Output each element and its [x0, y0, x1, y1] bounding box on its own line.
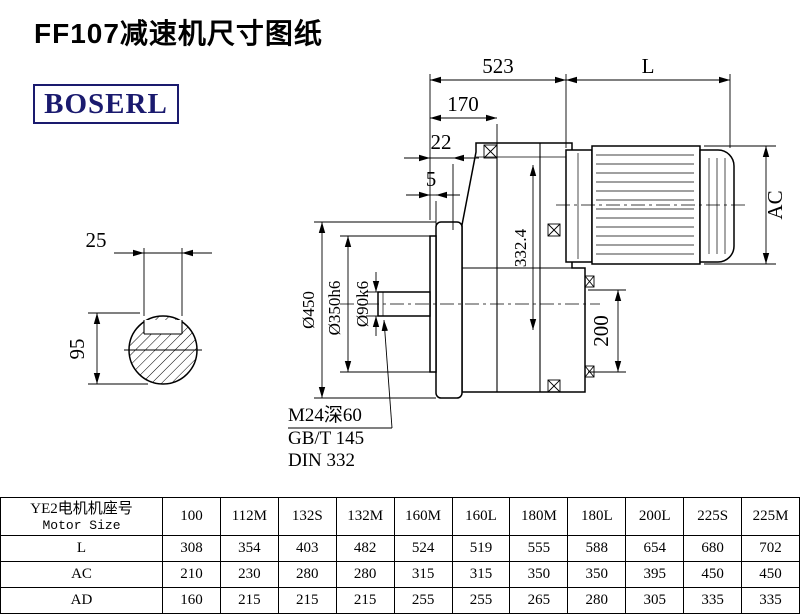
note-gbt145: GB/T 145 — [288, 428, 364, 449]
side-plug-icon — [584, 275, 595, 378]
dim-200: 200 — [588, 289, 626, 373]
value-cell: 315 — [393, 561, 453, 588]
row-label: L — [0, 535, 163, 562]
col-header: 112M — [219, 497, 279, 536]
gearbox-housing — [461, 142, 586, 393]
value-cell: 680 — [683, 535, 743, 562]
value-cell: 555 — [509, 535, 569, 562]
value-cell: 588 — [567, 535, 627, 562]
header-en: Motor Size — [42, 517, 121, 533]
value-cell: 350 — [567, 561, 627, 588]
value-cell: 395 — [625, 561, 685, 588]
col-header: 100 — [162, 497, 221, 536]
dim-flange-od: Ø450 — [299, 221, 436, 399]
motor-fins — [596, 154, 694, 255]
value-cell: 315 — [451, 561, 511, 588]
value-cell: 265 — [509, 587, 569, 614]
value-cell: 519 — [451, 535, 511, 562]
dim-25-label: 25 — [86, 228, 107, 252]
value-cell: 524 — [393, 535, 453, 562]
table-row-AC: AC 210 230 280 280 315 315 350 350 395 4… — [0, 561, 800, 588]
tap-callout: M24深60 GB/T 145 DIN 332 — [288, 319, 393, 471]
col-header: 132M — [335, 497, 395, 536]
value-cell: 335 — [683, 587, 743, 614]
col-header: 132S — [277, 497, 337, 536]
col-header: 200L — [625, 497, 685, 536]
dim-170: 170 — [430, 92, 498, 145]
dim-shaft-dia: Ø90k6 — [353, 272, 382, 336]
dim-523-label: 523 — [482, 54, 514, 78]
motor-size-table: YE2电机机座号 Motor Size 100 112M 132S 132M 1… — [0, 497, 800, 614]
dim-spigot: Ø350h6 — [325, 235, 430, 373]
brand-logo: BOSERL — [33, 84, 179, 124]
value-cell: 215 — [277, 587, 337, 614]
drain-plug-icon — [547, 379, 561, 393]
plug-icon — [547, 223, 561, 237]
mounting-flange — [435, 221, 463, 399]
value-cell: 335 — [741, 587, 800, 614]
dim-5-label: 5 — [426, 167, 437, 191]
dim-L-label: L — [642, 54, 655, 78]
col-header: 160L — [451, 497, 511, 536]
technical-drawing: 25 95 523 L 170 22 5 — [65, 54, 787, 471]
dim-90-label: Ø90k6 — [353, 281, 372, 327]
shaft-section-view — [124, 315, 202, 385]
dim-450-label: Ø450 — [299, 291, 318, 329]
row-label: AD — [0, 587, 163, 614]
dim-170-label: 170 — [447, 92, 479, 116]
row-label: AC — [0, 561, 163, 588]
table-row-AD: AD 160 215 215 215 255 255 265 280 305 3… — [0, 587, 800, 614]
col-header: 180M — [509, 497, 569, 536]
dim-350-label: Ø350h6 — [325, 281, 344, 336]
table-corner-header: YE2电机机座号 Motor Size — [0, 497, 163, 536]
dim-ac-label: AC — [763, 190, 787, 219]
dim-5: 5 — [406, 167, 460, 232]
value-cell: 160 — [162, 587, 221, 614]
dim-22: 22 — [404, 130, 479, 230]
note-tap: M24深60 — [288, 404, 362, 426]
value-cell: 215 — [219, 587, 279, 614]
dim-ac: AC — [704, 145, 787, 265]
value-cell: 354 — [219, 535, 279, 562]
value-cell: 280 — [335, 561, 395, 588]
value-cell: 450 — [683, 561, 743, 588]
value-cell: 654 — [625, 535, 685, 562]
value-cell: 403 — [277, 535, 337, 562]
dim-332-label: 332.4 — [511, 228, 530, 267]
dim-key-width: 25 — [86, 228, 212, 316]
value-cell: 210 — [162, 561, 221, 588]
vent-plug-icon — [483, 144, 498, 159]
note-din332: DIN 332 — [288, 450, 355, 471]
col-header: 225S — [683, 497, 743, 536]
value-cell: 305 — [625, 587, 685, 614]
dim-key-height: 95 — [65, 312, 148, 385]
dim-95-label: 95 — [65, 339, 89, 360]
col-header: 160M — [393, 497, 453, 536]
col-header: 225M — [741, 497, 800, 536]
value-cell: 308 — [162, 535, 221, 562]
dim-22-label: 22 — [431, 130, 452, 154]
table-header-row: YE2电机机座号 Motor Size 100 112M 132S 132M 1… — [0, 497, 800, 536]
value-cell: 255 — [393, 587, 453, 614]
table-row-L: L 308 354 403 482 524 519 555 588 654 68… — [0, 535, 800, 562]
value-cell: 230 — [219, 561, 279, 588]
value-cell: 702 — [741, 535, 800, 562]
value-cell: 215 — [335, 587, 395, 614]
dim-200-label: 200 — [589, 315, 613, 347]
value-cell: 280 — [277, 561, 337, 588]
value-cell: 280 — [567, 587, 627, 614]
header-cn: YE2电机机座号 — [30, 500, 133, 517]
value-cell: 482 — [335, 535, 395, 562]
page-title: FF107减速机尺寸图纸 — [34, 18, 323, 49]
value-cell: 450 — [741, 561, 800, 588]
dim-total-length: 523 L — [429, 54, 731, 220]
value-cell: 350 — [509, 561, 569, 588]
col-header: 180L — [567, 497, 627, 536]
dim-center-height: 332.4 — [511, 165, 537, 330]
value-cell: 255 — [451, 587, 511, 614]
